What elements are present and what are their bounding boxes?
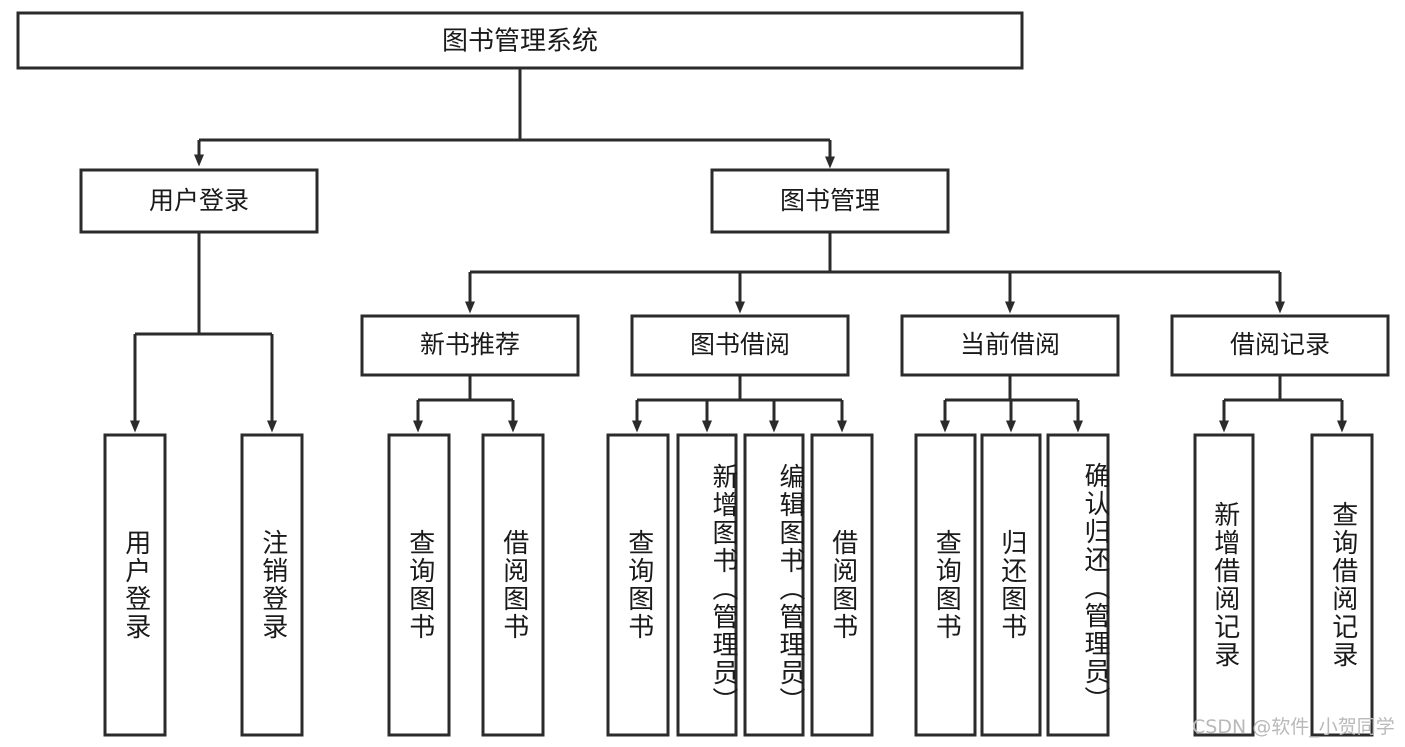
node-current-borrow-box[interactable] bbox=[900, 314, 1120, 377]
leaf-box-query-borrow-record[interactable] bbox=[1310, 433, 1374, 737]
connector-bookborrow-to-leaves bbox=[632, 375, 847, 433]
node-root-box[interactable] bbox=[16, 11, 1024, 70]
leaf-box-query-book-borrow[interactable] bbox=[606, 433, 670, 737]
connector-userlogin-to-leaves bbox=[130, 232, 277, 433]
node-current-borrow-label: 当前借阅 bbox=[960, 330, 1060, 359]
leaf-box-query-book-current[interactable] bbox=[914, 433, 977, 737]
connector-newbook-to-leaves bbox=[413, 375, 518, 433]
connector-borrowrecord-to-leaves bbox=[1219, 375, 1347, 433]
leaf-box-query-book-recommend[interactable] bbox=[387, 433, 451, 737]
node-book-management-label: 图书管理 bbox=[780, 186, 880, 215]
node-new-book-recommend-label: 新书推荐 bbox=[420, 330, 520, 359]
node-borrow-record-label: 借阅记录 bbox=[1230, 330, 1330, 359]
connector-root-to-level2 bbox=[194, 68, 835, 169]
leaf-box-add-book-admin[interactable] bbox=[676, 433, 738, 737]
leaf-box-return-book[interactable] bbox=[980, 433, 1042, 737]
leaf-box-edit-book-admin[interactable] bbox=[743, 433, 805, 737]
node-user-login-box[interactable] bbox=[79, 168, 319, 234]
node-book-management-box[interactable] bbox=[710, 168, 950, 234]
node-borrow-record-box[interactable] bbox=[1170, 314, 1390, 377]
node-book-borrow-label: 图书借阅 bbox=[690, 330, 790, 359]
leaf-box-user-logout[interactable] bbox=[240, 433, 304, 737]
leaf-box-confirm-return-admin[interactable] bbox=[1046, 433, 1110, 737]
node-root-label: 图书管理系统 bbox=[442, 27, 598, 57]
node-new-book-recommend-box[interactable] bbox=[360, 314, 580, 377]
node-book-borrow-box[interactable] bbox=[630, 314, 850, 377]
leaf-box-add-borrow-record[interactable] bbox=[1193, 433, 1255, 737]
leaf-box-borrow-book-recommend[interactable] bbox=[481, 433, 545, 737]
leaf-box-borrow-book[interactable] bbox=[810, 433, 874, 737]
connector-currentborrow-to-leaves bbox=[940, 375, 1083, 433]
connector-bookmgmt-to-level3 bbox=[465, 232, 1285, 314]
leaf-box-user-login[interactable] bbox=[103, 433, 167, 737]
node-user-login-label: 用户登录 bbox=[149, 186, 249, 215]
